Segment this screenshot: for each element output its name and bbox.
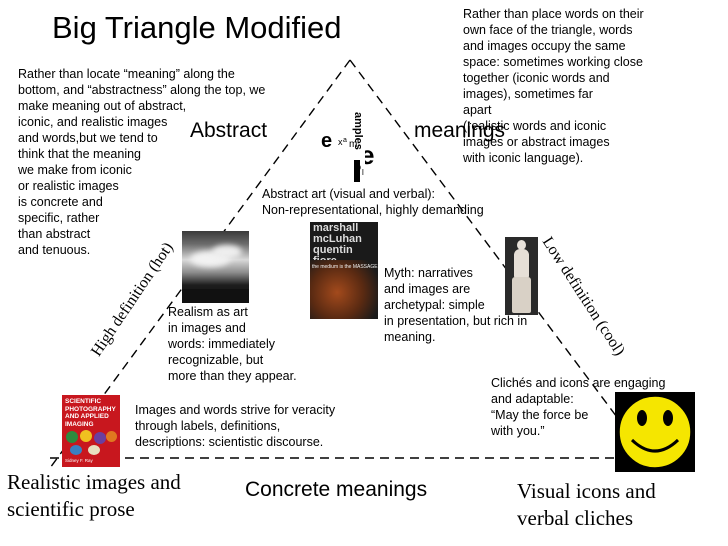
apex-abstract-label: Abstract bbox=[190, 119, 268, 142]
triangle-right-edge bbox=[349, 59, 656, 469]
book-cover-author: Sidney F. Ray bbox=[65, 458, 93, 463]
bottom-left-label: Realistic images and scientific prose bbox=[7, 470, 181, 521]
cloud-photo bbox=[182, 231, 249, 303]
veracity-note: Images and words strive for veracity thr… bbox=[135, 403, 336, 449]
mcluhan-book-cover: marshall mcLuhan quentin fiore the mediu… bbox=[310, 222, 378, 319]
myth-note: Myth: narratives and images are archetyp… bbox=[384, 266, 528, 344]
statue-photo bbox=[505, 237, 538, 315]
top-right-note: Rather than place words on their own fac… bbox=[463, 7, 644, 165]
realism-note: Realism as art in images and words: imme… bbox=[168, 305, 297, 383]
cliche-note: Clichés and icons are engaging and adapt… bbox=[491, 376, 666, 438]
apex-meanings-label: meanings bbox=[414, 119, 506, 142]
abstract-art-note: Abstract art (visual and verbal): Non-re… bbox=[262, 187, 484, 217]
scientific-photography-book-cover: SCIENTIFIC PHOTOGRAPHY AND APPLIED IMAGI… bbox=[62, 395, 120, 467]
mcluhan-cover-subtitle: the medium is the MASSAGE bbox=[312, 264, 378, 270]
left-note: Rather than locate “meaning” along the b… bbox=[18, 67, 266, 257]
bottom-right-label: Visual icons and verbal cliches bbox=[517, 479, 656, 530]
page-title: Big Triangle Modified bbox=[52, 10, 342, 45]
bottom-center-label: Concrete meanings bbox=[245, 478, 428, 501]
book-cover-title: SCIENTIFIC PHOTOGRAPHY AND APPLIED IMAGI… bbox=[65, 398, 116, 428]
